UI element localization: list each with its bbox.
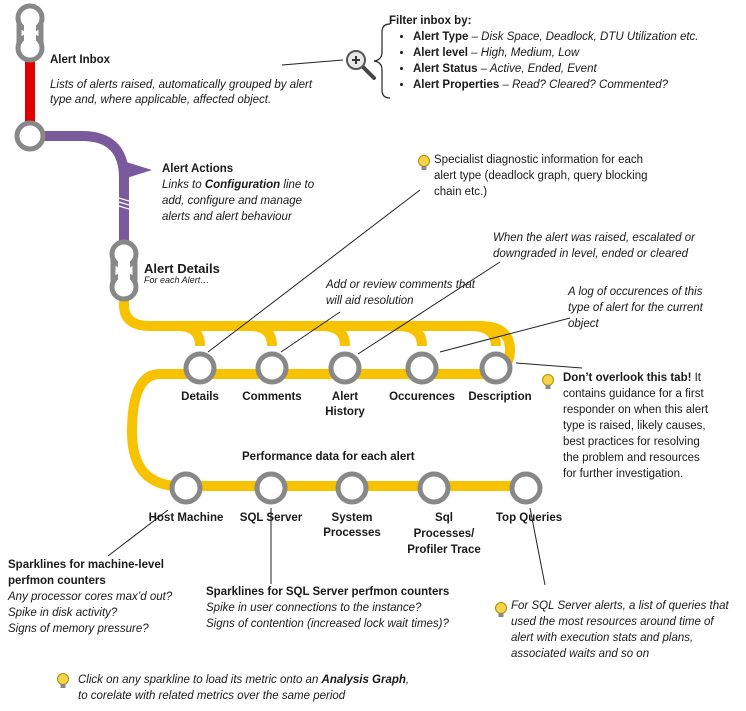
spark-sql-title: Sparklines for SQL Server perfmon counte…: [206, 586, 450, 598]
filter-item-alert-level[interactable]: Alert level – High, Medium, Low: [413, 45, 698, 61]
lightbulb-icon: [495, 602, 507, 617]
spark-host-line-1: Any processor cores max’d out?: [8, 591, 173, 603]
label-profiler-trace-1[interactable]: Sql: [435, 512, 453, 524]
station-description[interactable]: [479, 351, 513, 385]
spark-host-title-1: Sparklines for machine-level: [8, 559, 164, 571]
comments-note-1: Add or review comments that: [326, 279, 475, 291]
station-system-processes[interactable]: [335, 471, 369, 505]
tab-details[interactable]: Details: [181, 391, 219, 403]
topq-note-3: alert with execution stats and plans,: [511, 632, 694, 644]
spark-host-line-3: Signs of memory pressure?: [8, 623, 149, 635]
inbox-capsule[interactable]: [15, 3, 45, 63]
overlook-note-1: Don’t overlook this tab! It: [563, 372, 702, 384]
station-alert-history[interactable]: [328, 351, 362, 385]
station-details[interactable]: [183, 351, 217, 385]
label-system-processes-1[interactable]: System: [331, 512, 373, 524]
overlook-note-7: for further investigation.: [563, 468, 684, 480]
label-profiler-trace-3[interactable]: Profiler Trace: [407, 544, 481, 556]
alert-inbox-title: Alert Inbox: [50, 54, 111, 66]
spark-sql-line-1: Spike in user connections to the instanc…: [206, 602, 422, 614]
tab-description[interactable]: Description: [468, 391, 532, 403]
alert-actions-line-3: alerts and alert behaviour: [162, 211, 292, 223]
station-sql-server[interactable]: [254, 471, 288, 505]
filter-item-alert-status[interactable]: Alert Status – Active, Ended, Event: [413, 61, 698, 77]
filter-heading: Filter inbox by:: [389, 15, 472, 27]
lightbulb-icon: [418, 155, 430, 170]
alert-details-subtitle: For each Alert…: [144, 275, 210, 285]
station-top-queries[interactable]: [509, 471, 543, 505]
topq-note-4: associated waits and so on: [511, 648, 650, 660]
filter-item-alert-type[interactable]: Alert Type – Disk Space, Deadlock, DTU U…: [413, 29, 698, 45]
tab-alert-history-2[interactable]: History: [325, 406, 365, 418]
alert-inbox-desc-1: Lists of alerts raised, automatically gr…: [50, 79, 313, 91]
magnifier-plus-icon[interactable]: [346, 50, 376, 80]
specialist-note-2: alert type (deadlock graph, query blocki…: [434, 170, 648, 182]
line-break-marks: [118, 197, 130, 210]
footer-line-2: to corelate with related metrics over th…: [78, 690, 346, 702]
spark-host-line-2: Spike in disk activity?: [8, 607, 118, 619]
history-note-1: When the alert was raised, escalated or: [493, 232, 695, 244]
overlook-note-5: best practices for resolving: [563, 436, 700, 448]
alert-details-title: Alert Details: [144, 261, 220, 276]
station-host-machine[interactable]: [169, 471, 203, 505]
filter-brace: [373, 23, 391, 99]
occurences-note-3: object: [568, 318, 599, 330]
alert-actions-title: Alert Actions: [162, 163, 234, 175]
lightbulb-icon: [542, 374, 554, 389]
tab-comments[interactable]: Comments: [242, 391, 302, 403]
tab-alert-history-1[interactable]: Alert: [331, 391, 359, 403]
label-sql-server[interactable]: SQL Server: [239, 512, 303, 524]
specialist-note-1: Specialist diagnostic information for ea…: [434, 154, 644, 166]
label-profiler-trace-2[interactable]: Processes/: [413, 528, 475, 540]
annotation-connectors: [107, 59, 583, 586]
alert-inbox-desc-2: type and, where applicable, affected obj…: [50, 94, 272, 106]
label-system-processes-2[interactable]: Processes: [323, 527, 381, 539]
occurences-note-2: type of alert for the current: [568, 302, 703, 314]
overlook-note-2: contains guidance for a first: [563, 388, 704, 400]
actions-arrow: [120, 160, 152, 180]
station-occurences[interactable]: [405, 351, 439, 385]
label-top-queries[interactable]: Top Queries: [495, 512, 563, 524]
topq-note-2: used the most resources around time of: [511, 616, 714, 628]
spark-host-title-2: perfmon counters: [8, 575, 106, 587]
tab-occurences[interactable]: Occurences: [389, 391, 455, 403]
details-capsule[interactable]: [109, 239, 139, 302]
station-profiler-trace[interactable]: [417, 471, 451, 505]
actions-line: [30, 131, 129, 242]
alert-actions-line-1: Links to Configuration line to: [162, 179, 315, 191]
footer-line-1: Click on any sparkline to load its metri…: [78, 674, 410, 686]
overlook-note-3: responder on when this alert: [563, 404, 709, 416]
filter-item-alert-properties[interactable]: Alert Properties – Read? Cleared? Commen…: [413, 77, 698, 93]
history-note-2: downgraded in level, ended or cleared: [493, 248, 688, 260]
perf-heading: Performance data for each alert: [242, 451, 415, 463]
station-comments[interactable]: [255, 351, 289, 385]
inbox-station[interactable]: [14, 120, 46, 152]
occurences-note-1: A log of occurences of this: [568, 286, 703, 298]
specialist-note-3: chain etc.): [434, 186, 488, 198]
comments-note-2: will aid resolution: [326, 295, 414, 307]
spark-sql-line-2: Signs of contention (increased lock wait…: [206, 618, 449, 630]
filter-list: Alert Type – Disk Space, Deadlock, DTU U…: [389, 29, 698, 93]
overlook-note-4: type is raised, likely causes,: [563, 420, 706, 432]
topq-note-1: For SQL Server alerts, a list of queries…: [511, 600, 729, 612]
lightbulb-icon: [57, 673, 69, 688]
alert-actions-line-2: add, configure and manage: [162, 195, 303, 207]
label-host-machine[interactable]: Host Machine: [148, 512, 224, 524]
overlook-note-6: the problem and resources: [563, 452, 700, 464]
